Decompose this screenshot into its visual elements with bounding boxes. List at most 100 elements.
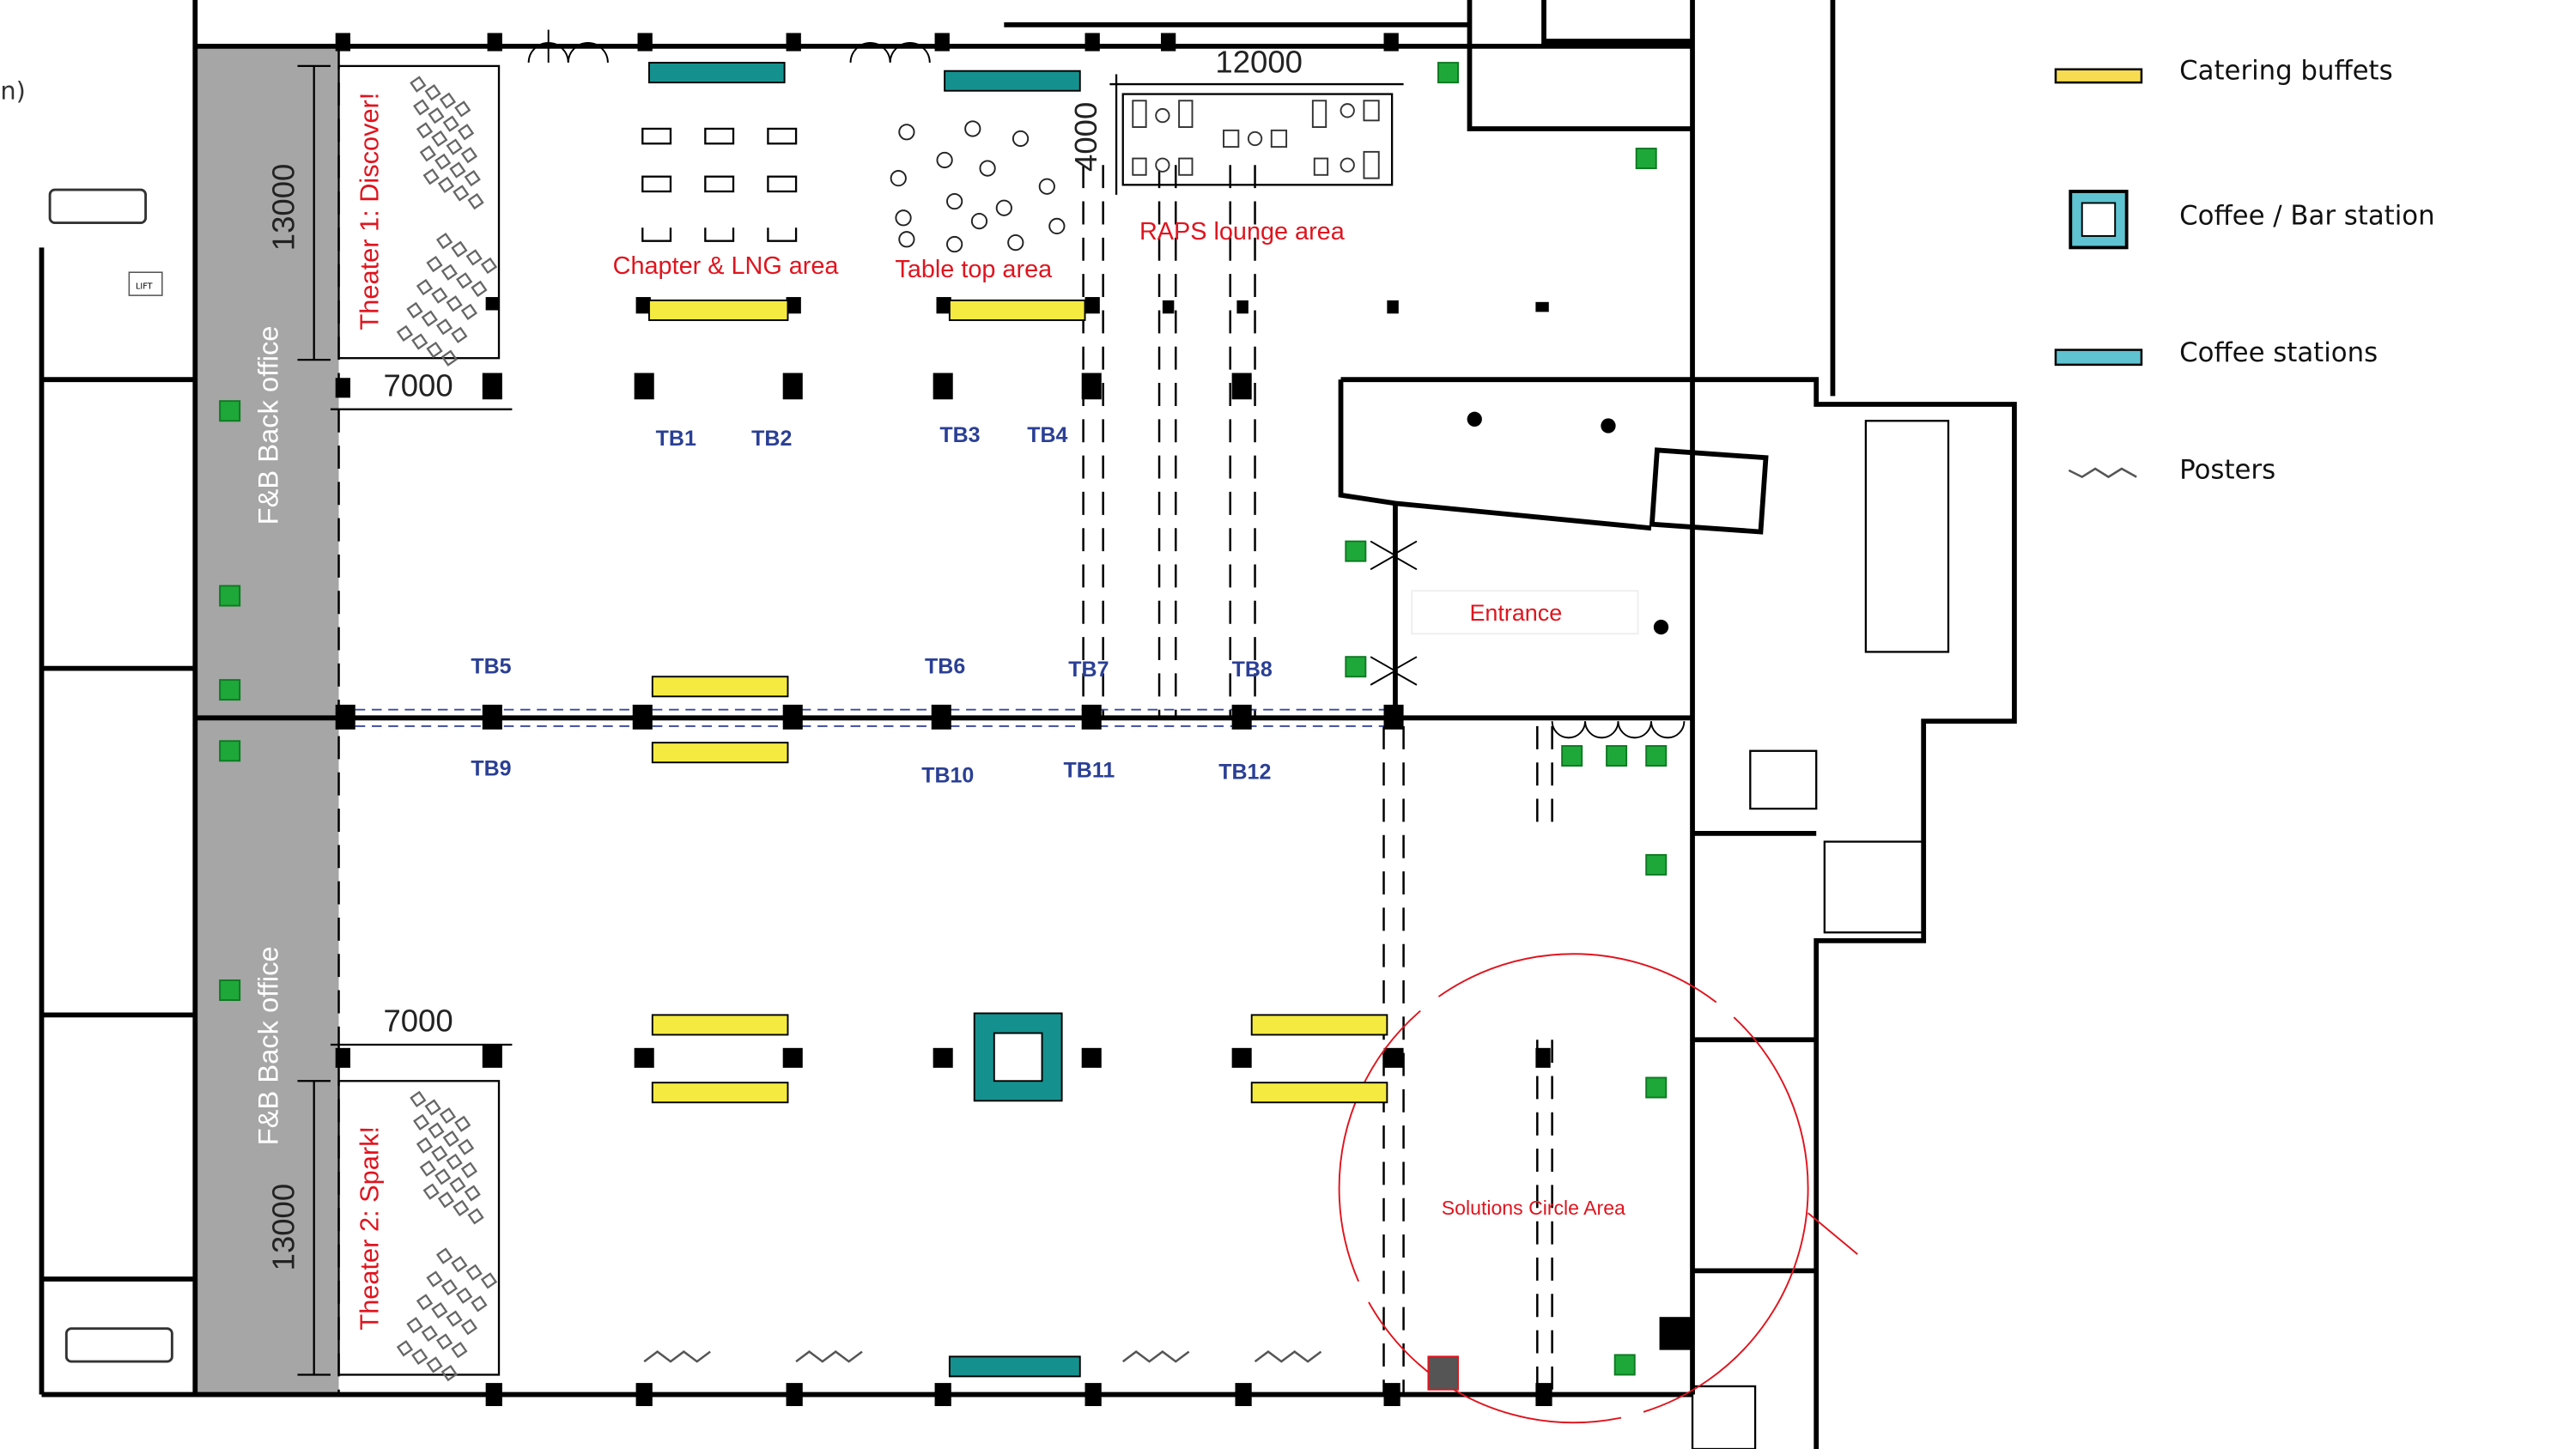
tabletop-label[interactable]: TB10 xyxy=(921,763,974,787)
theater-seat xyxy=(437,1191,455,1209)
theater-seat xyxy=(416,1137,434,1154)
catering-buffet xyxy=(651,676,789,698)
theater-seat xyxy=(413,99,430,116)
coffee-station-swatch xyxy=(2054,349,2143,367)
poster-icon xyxy=(643,1350,711,1363)
theater-seat xyxy=(421,310,438,327)
tabletop-label[interactable]: TB11 xyxy=(1064,759,1115,783)
theater-seat xyxy=(437,176,455,193)
tabletop-label[interactable]: TB8 xyxy=(1232,658,1273,682)
theater-seat xyxy=(451,240,468,258)
tabletop-label[interactable]: TB2 xyxy=(751,427,792,451)
tabletop-label[interactable]: TB6 xyxy=(925,654,965,678)
theater-seat xyxy=(464,1185,481,1202)
theater-seat xyxy=(431,287,448,304)
theater-seat xyxy=(467,1208,484,1225)
theater-seat xyxy=(435,233,453,250)
dimension-7000-bottom: 7000 xyxy=(383,1003,453,1039)
round-table xyxy=(964,120,981,137)
theater-seat xyxy=(471,1295,488,1313)
catering-buffet xyxy=(651,1082,789,1104)
theater-seat xyxy=(451,326,468,343)
tabletop-label[interactable]: TB12 xyxy=(1218,760,1271,784)
round-table xyxy=(995,199,1012,216)
round-table xyxy=(898,124,915,141)
theater-seat xyxy=(396,324,414,342)
round-table xyxy=(936,151,953,169)
vehicle-icon xyxy=(64,1327,173,1363)
theater-2-label: Theater 2: Spark! xyxy=(355,1126,385,1331)
theater-seat xyxy=(449,161,466,179)
emergency-exit-signs xyxy=(219,62,1668,1376)
tabletop-label[interactable]: TB5 xyxy=(471,654,511,678)
theater-seat xyxy=(457,124,475,141)
theater-seat xyxy=(424,1099,441,1116)
lift xyxy=(128,271,163,296)
theater-seat xyxy=(431,130,448,148)
theater-seat xyxy=(449,1176,466,1194)
theater-seat xyxy=(440,1364,458,1382)
tabletop-label[interactable]: TB3 xyxy=(939,423,980,447)
theater-seat xyxy=(439,92,457,109)
theater-seat xyxy=(410,76,427,93)
theater-seat xyxy=(454,100,471,118)
theater-seat xyxy=(467,192,484,210)
coffee-station xyxy=(944,70,1081,92)
theater-seat xyxy=(440,349,458,367)
round-table xyxy=(946,235,963,253)
structural-columns xyxy=(335,33,1693,1407)
round-table xyxy=(946,192,963,210)
theater-seat xyxy=(416,278,434,296)
tabletop-label[interactable]: TB4 xyxy=(1027,423,1067,447)
legend-posters: Posters xyxy=(2179,455,2275,486)
theater-seat xyxy=(440,1278,458,1296)
raps-lounge-furniture-area xyxy=(1121,93,1394,186)
theater-seat xyxy=(440,264,458,281)
theater-seat xyxy=(456,1287,473,1304)
poster-icon xyxy=(1254,1350,1322,1363)
theater-seat xyxy=(446,138,463,155)
legend-coffee-bar-station: Coffee / Bar station xyxy=(2179,200,2434,231)
coffee-station xyxy=(648,62,786,84)
theater-seat xyxy=(434,153,452,171)
theater-seat xyxy=(422,1183,440,1200)
theater-seat xyxy=(406,1317,423,1334)
theater-seat xyxy=(413,1113,430,1131)
catering-buffet xyxy=(1250,1082,1388,1104)
entrance-label[interactable]: Entrance xyxy=(1469,600,1562,626)
round-table xyxy=(1038,178,1055,195)
round-table xyxy=(895,209,912,227)
tabletop-label[interactable]: TB9 xyxy=(471,757,511,781)
vehicle-icon xyxy=(48,188,148,224)
equipment-cabinet xyxy=(1427,1355,1459,1391)
tabletop-label[interactable]: TB1 xyxy=(656,427,696,451)
theater-seat xyxy=(465,249,483,266)
theater-seat xyxy=(422,168,440,185)
round-table xyxy=(970,213,988,230)
dimension-13000-bottom: 13000 xyxy=(266,1184,301,1271)
theater-2-stage-area xyxy=(337,1080,501,1376)
theater-seat xyxy=(426,1270,443,1288)
catering-buffet-swatch xyxy=(2054,68,2143,84)
theater-seat xyxy=(457,1138,475,1155)
theater-seat xyxy=(471,280,488,298)
theater-seat xyxy=(453,1199,470,1216)
theater-seat xyxy=(442,115,459,132)
posters xyxy=(643,1350,1322,1363)
theater-seat xyxy=(464,169,481,187)
tabletop-label[interactable]: TB7 xyxy=(1068,658,1109,682)
legend-catering-buffets: Catering buffets xyxy=(2179,55,2392,86)
theater-seat xyxy=(446,295,463,312)
theater-seat xyxy=(465,1264,483,1281)
theater-seat xyxy=(424,84,441,101)
theater-seat xyxy=(451,1342,468,1359)
theater-seat xyxy=(453,185,470,202)
poster-icon xyxy=(795,1350,863,1363)
theater-seat xyxy=(451,1256,468,1273)
table-top-round-tables xyxy=(890,120,1066,253)
tabletop-labels: TB1 TB2 TB3 TB4 TB5 TB6 TB7 TB8 TB9 TB10… xyxy=(471,423,1273,787)
theater-seat xyxy=(460,147,478,164)
fb-back-office-label-bottom: F&B Back office xyxy=(252,946,283,1145)
theater-seating xyxy=(396,76,498,1382)
theater-seat xyxy=(421,1325,438,1343)
